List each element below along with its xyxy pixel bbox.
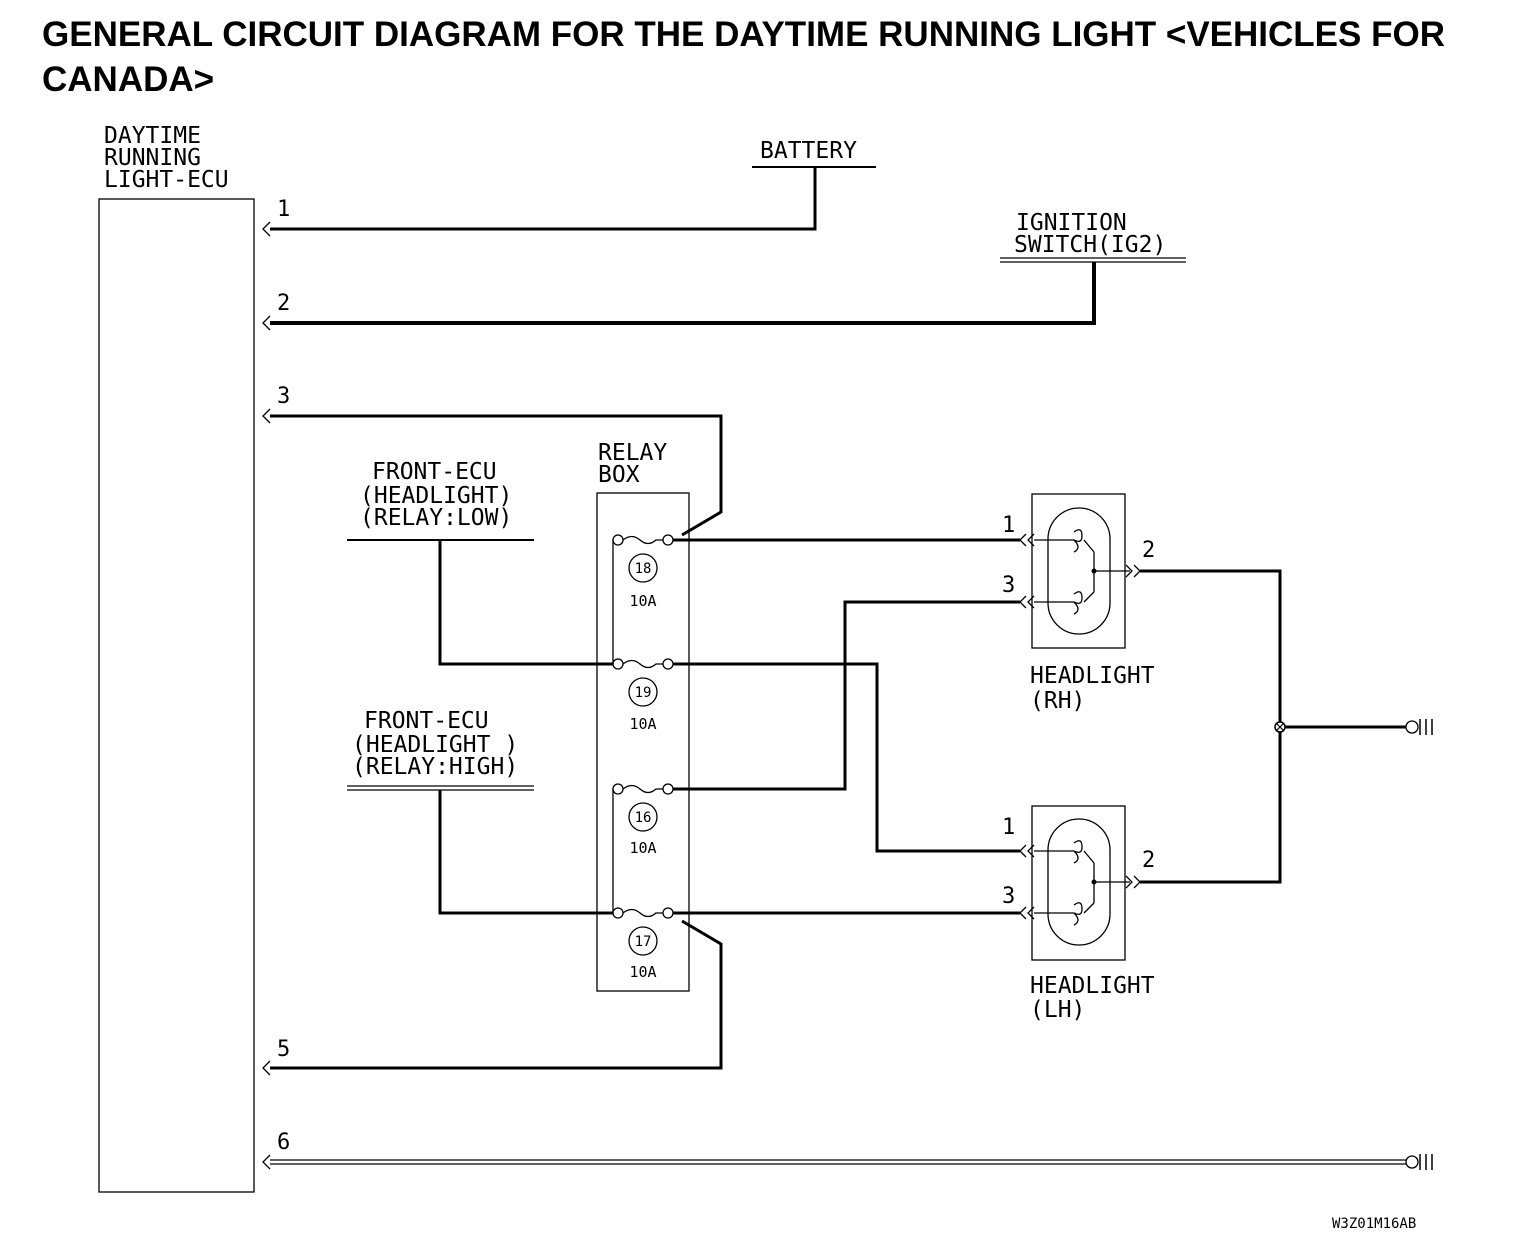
headlight-lh-label-line-1: HEADLIGHT <box>1030 973 1155 999</box>
wire-front-ecu-low <box>438 540 613 666</box>
fuse-16: 16 10A <box>612 783 674 913</box>
front-ecu-low-line-3: (RELAY:LOW) <box>360 505 512 531</box>
wire-ignition <box>270 262 1096 325</box>
headlight-rh-pin-2: 2 <box>1142 538 1155 563</box>
wire-headlight-ground <box>1140 569 1282 884</box>
front-ecu-high-line-1: FRONT-ECU <box>364 708 489 734</box>
fuse-18: 18 10A <box>612 534 674 664</box>
front-ecu-low-line-1: FRONT-ECU <box>372 459 497 485</box>
headlight-lh-label-line-2: (LH) <box>1030 997 1085 1023</box>
wire-front-ecu-high <box>438 790 613 915</box>
ground-icon <box>1405 719 1433 735</box>
relay-box-label-line-1: RELAY <box>598 440 667 466</box>
wire-ecu-pin-5 <box>270 919 723 1070</box>
page-title: GENERAL CIRCUIT DIAGRAM FOR THE DAYTIME … <box>42 15 1445 99</box>
front-ecu-high-line-3: (RELAY:HIGH) <box>352 754 518 780</box>
wire-fuse19-lh-pin1 <box>673 662 1020 853</box>
ecu-connector-marks <box>262 221 271 1170</box>
fuse-17-rating: 10A <box>629 963 656 981</box>
relay-box-label-line-2: BOX <box>598 462 640 488</box>
ecu-pin-1: 1 <box>277 197 290 222</box>
ecu-label-line-3: LIGHT-ECU <box>104 167 229 193</box>
fuse-16-rating: 10A <box>629 839 656 857</box>
front-ecu-high-line-2: (HEADLIGHT ) <box>352 732 518 758</box>
drawing-code: W3Z01M16AB <box>1332 1216 1416 1232</box>
wire-fuse16-rh-pin3 <box>673 600 1020 791</box>
relay-box: RELAY BOX <box>596 440 690 992</box>
battery-label: BATTERY <box>760 138 857 164</box>
fuse-16-number: 16 <box>635 810 652 826</box>
battery: BATTERY <box>752 138 876 168</box>
fuse-17: 17 10A <box>612 907 674 981</box>
headlight-lh-pin-3: 3 <box>1002 884 1015 909</box>
fuse-19-number: 19 <box>635 685 652 701</box>
front-ecu-low-line-2: (HEADLIGHT) <box>360 483 512 509</box>
ignition-switch: IGNITION SWITCH(IG2) <box>1000 210 1186 263</box>
headlight-rh-pin-3: 3 <box>1002 573 1015 598</box>
ecu-label-line-2: RUNNING <box>104 145 201 171</box>
headlight-rh-pin-1: 1 <box>1002 513 1015 538</box>
ecu-pin-3: 3 <box>277 384 290 409</box>
relay-box-outline <box>596 492 690 992</box>
headlight-rh: 1 3 2 HEADLIGHT (RH) <box>1002 493 1155 714</box>
ignition-label-line-1: IGNITION <box>1016 210 1127 236</box>
front-ecu-high: FRONT-ECU (HEADLIGHT ) (RELAY:HIGH) <box>347 708 534 791</box>
headlight-rh-label-line-1: HEADLIGHT <box>1030 663 1155 689</box>
fuse-18-rating: 10A <box>629 592 656 610</box>
wire-ecu-pin-3 <box>270 414 723 537</box>
ecu-label-line-1: DAYTIME <box>104 123 201 149</box>
ecu-box <box>98 198 255 1193</box>
ignition-label-line-2: SWITCH(IG2) <box>1014 232 1166 258</box>
fuse-17-number: 17 <box>635 934 652 950</box>
fuse-18-number: 18 <box>635 561 652 577</box>
ecu-pin-2: 2 <box>277 291 290 316</box>
headlight-rh-label-line-2: (RH) <box>1030 688 1085 714</box>
fuse-19: 19 10A <box>612 658 674 733</box>
ecu-pin-6: 6 <box>277 1130 290 1155</box>
headlight-lh: 1 3 2 HEADLIGHT (LH) <box>1002 805 1155 1023</box>
headlight-lh-pin-2: 2 <box>1142 848 1155 873</box>
fuse-19-rating: 10A <box>629 715 656 733</box>
front-ecu-low: FRONT-ECU (HEADLIGHT) (RELAY:LOW) <box>347 459 534 541</box>
splice-point <box>1274 721 1286 733</box>
daytime-running-light-ecu: DAYTIME RUNNING LIGHT-ECU <box>98 123 255 1193</box>
wire-battery <box>270 167 817 231</box>
headlight-lh-pin-1: 1 <box>1002 815 1015 840</box>
ecu-pin-5: 5 <box>277 1037 290 1062</box>
ground-icon <box>1405 1154 1433 1170</box>
